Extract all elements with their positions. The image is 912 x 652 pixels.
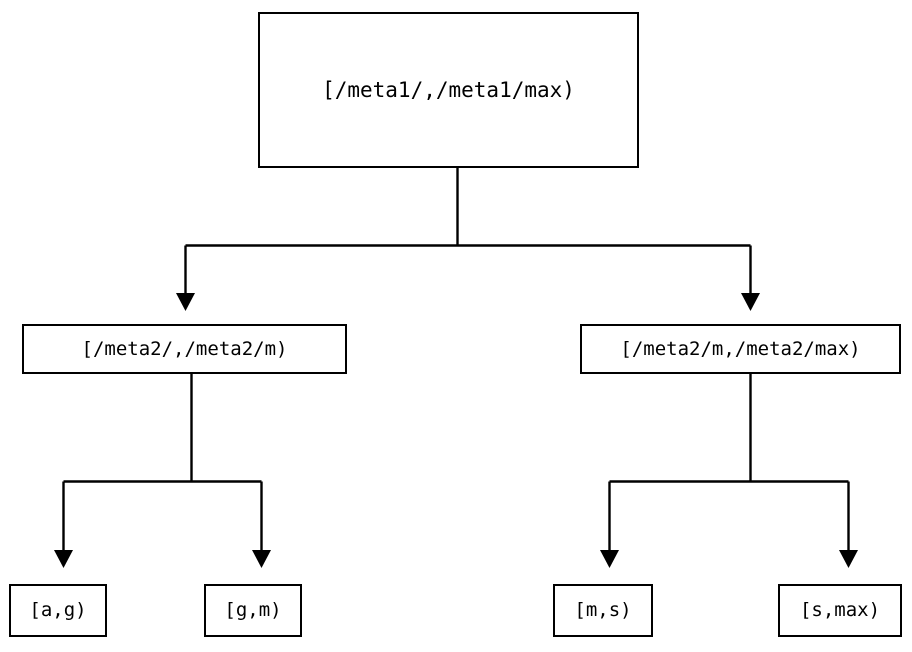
tree-node-leaf-3-label: [m,s) xyxy=(574,599,632,621)
arrowhead-root-to-mid-left xyxy=(176,293,195,311)
tree-node-leaf-1[interactable]: [a,g) xyxy=(9,584,107,637)
tree-node-mid-right-label: [/meta2/m,/meta2/max) xyxy=(620,337,861,360)
arrowhead-mid-right-to-leaf-3 xyxy=(600,550,619,568)
tree-node-mid-left[interactable]: [/meta2/,/meta2/m) xyxy=(22,324,347,374)
tree-node-root[interactable]: [/meta1/,/meta1/max) xyxy=(258,12,639,168)
tree-node-leaf-2-label: [g,m) xyxy=(224,599,282,621)
arrowhead-mid-left-to-leaf-2 xyxy=(252,550,271,568)
tree-node-leaf-4-label: [s,max) xyxy=(799,599,881,621)
tree-node-leaf-1-label: [a,g) xyxy=(29,599,87,621)
tree-node-leaf-3[interactable]: [m,s) xyxy=(553,584,653,637)
arrowhead-root-to-mid-right xyxy=(741,293,760,311)
arrowhead-mid-right-to-leaf-4 xyxy=(839,550,858,568)
tree-node-mid-right[interactable]: [/meta2/m,/meta2/max) xyxy=(580,324,901,374)
tree-node-mid-left-label: [/meta2/,/meta2/m) xyxy=(81,337,288,360)
arrowhead-mid-left-to-leaf-1 xyxy=(54,550,73,568)
tree-node-leaf-2[interactable]: [g,m) xyxy=(204,584,302,637)
tree-node-leaf-4[interactable]: [s,max) xyxy=(778,584,902,637)
tree-node-root-label: [/meta1/,/meta1/max) xyxy=(322,77,575,102)
